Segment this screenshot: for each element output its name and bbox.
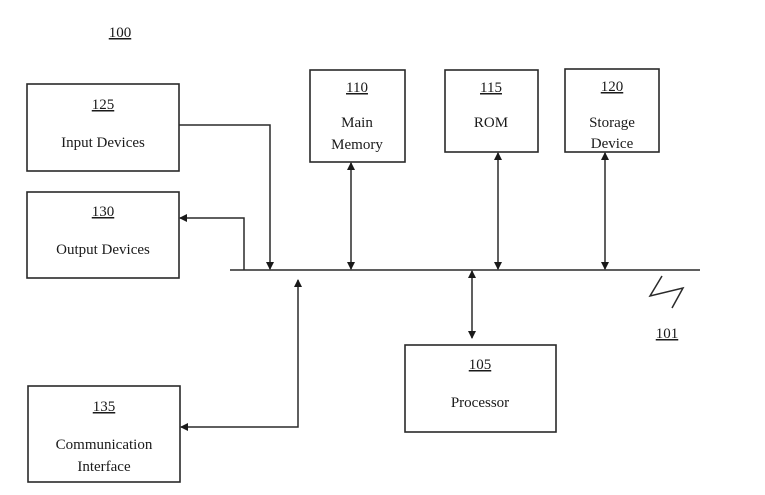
- block-main-memory: 110 Main Memory: [309, 69, 406, 163]
- connector-bus-to-output: [179, 214, 245, 270]
- block-label-line-2: Memory: [331, 137, 383, 153]
- block-frame: [27, 385, 181, 483]
- block-frame: [309, 69, 406, 163]
- block-label: ROM: [474, 115, 508, 131]
- bus-ref-label: 101: [656, 326, 679, 342]
- connector-comm-bus: [180, 279, 302, 431]
- block-ref: 135: [93, 399, 116, 415]
- bus-leader-squiggle: [648, 275, 685, 309]
- block-communication-interface: 135 Communication Interface: [27, 385, 181, 483]
- figure-ref-label: 100: [109, 25, 132, 41]
- block-ref: 130: [92, 204, 115, 220]
- block-frame: [26, 83, 180, 172]
- block-label: Input Devices: [61, 135, 145, 151]
- block-ref: 120: [601, 79, 624, 95]
- block-label-line-1: Storage: [589, 115, 635, 131]
- block-frame: [404, 344, 557, 433]
- block-ref: 125: [92, 97, 115, 113]
- block-input-devices: 125 Input Devices: [26, 83, 180, 172]
- block-storage-device: 120 Storage Device: [564, 68, 660, 153]
- block-label-line-1: Main: [341, 115, 373, 131]
- block-output-devices: 130 Output Devices: [26, 191, 180, 279]
- block-ref: 115: [480, 80, 502, 96]
- block-ref: 105: [469, 357, 492, 373]
- block-label-line-2: Device: [591, 136, 634, 152]
- block-frame: [564, 68, 660, 153]
- block-ref: 110: [346, 80, 368, 96]
- block-label-line-2: Interface: [77, 459, 131, 475]
- block-frame: [444, 69, 539, 153]
- block-rom: 115 ROM: [444, 69, 539, 153]
- connector-input-to-bus: [179, 124, 274, 270]
- block-label: Output Devices: [56, 242, 150, 258]
- block-label: Processor: [451, 395, 509, 411]
- block-label-line-1: Communication: [56, 437, 153, 453]
- block-frame: [26, 191, 180, 279]
- block-processor: 105 Processor: [404, 344, 557, 433]
